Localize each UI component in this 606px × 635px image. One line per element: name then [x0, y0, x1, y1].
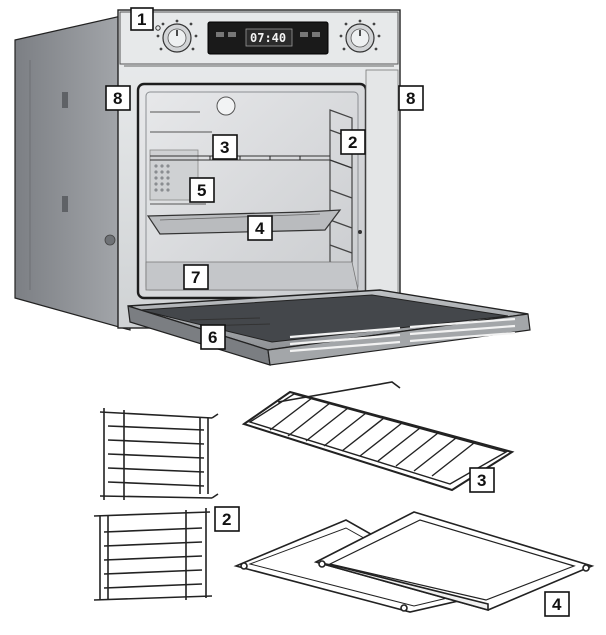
left-rack-guides [150, 111, 212, 205]
deep-baking-tray [313, 511, 595, 612]
callout-1-label: 1 [137, 10, 146, 29]
display-button-right[interactable] [300, 32, 308, 37]
display-button-left-2[interactable] [228, 32, 236, 37]
inner-baking-tray [146, 209, 342, 235]
inner-wire-shelf [150, 155, 353, 169]
left-knob-marks [156, 19, 198, 51]
callout-frame-left: 8 [105, 85, 131, 111]
callout-accessory-trays: 4 [544, 591, 570, 617]
side-vent-slot [62, 92, 68, 108]
callout-8-left-label: 8 [113, 89, 122, 108]
door-seal-icon [358, 230, 362, 234]
callout-5-label: 5 [197, 181, 206, 200]
cavity-floor [145, 261, 359, 291]
callout-3-label: 3 [220, 138, 229, 157]
right-knob-marks [339, 19, 381, 51]
oven-door-open[interactable] [127, 289, 531, 366]
callout-2-label: 2 [348, 133, 357, 152]
power-indicator-icon [155, 25, 161, 31]
callout-baking-tray: 4 [247, 215, 273, 241]
clock-time: 07:40 [250, 31, 286, 45]
oven-side-panel [14, 13, 131, 331]
side-rack-upper [99, 408, 219, 500]
callout-control-panel: 1 [130, 7, 154, 31]
callout-wire-shelf: 3 [212, 134, 238, 160]
rear-fan-cover [149, 149, 199, 201]
callout-accessory-side-racks: 2 [214, 506, 240, 532]
callout-7-label: 7 [191, 268, 200, 287]
right-frame-strip [365, 69, 399, 329]
callout-acc-3-label: 3 [477, 471, 486, 490]
wire-shelf [241, 381, 515, 492]
side-screw [104, 234, 116, 246]
display-button-right-2[interactable] [312, 32, 320, 37]
callout-side-rack: 2 [340, 129, 366, 155]
oven-light [216, 96, 236, 116]
side-vent-slot [62, 196, 68, 212]
callout-accessory-wire-shelf: 3 [469, 467, 495, 493]
callout-frame-right: 8 [398, 85, 424, 111]
side-rack-lower [93, 508, 213, 601]
callout-acc-2-label: 2 [222, 510, 231, 529]
callout-6-label: 6 [208, 328, 217, 347]
right-control-knob[interactable] [345, 23, 375, 53]
callout-acc-4-label: 4 [552, 595, 562, 614]
callout-cavity-floor: 7 [183, 264, 209, 290]
clock-display [245, 28, 293, 47]
callout-door: 6 [200, 324, 226, 350]
callout-4-label: 4 [255, 219, 265, 238]
callout-fan: 5 [189, 177, 215, 203]
built-in-oven: 07:40 [14, 9, 531, 366]
display-button-left[interactable] [216, 32, 224, 37]
left-control-knob[interactable] [162, 23, 192, 53]
callout-8-right-label: 8 [406, 89, 415, 108]
